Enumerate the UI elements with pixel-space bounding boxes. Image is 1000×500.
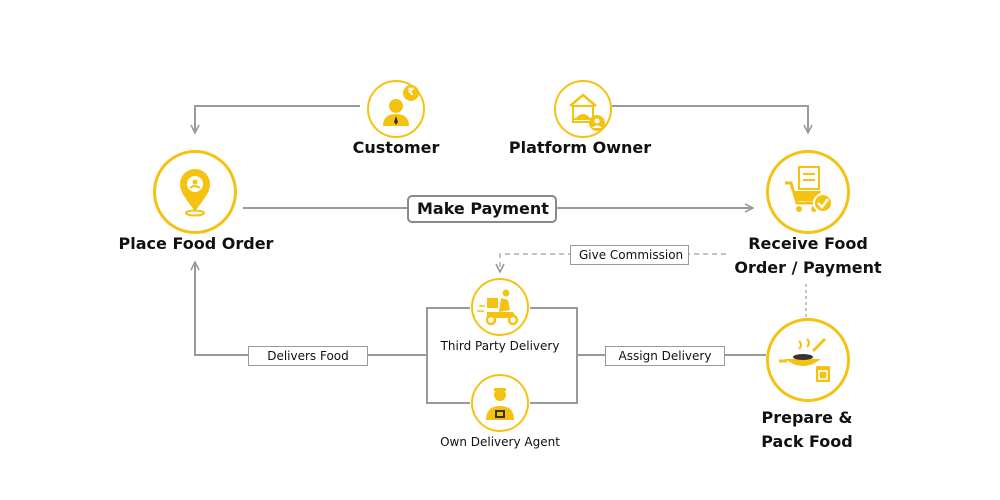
make-payment-tag: Make Payment — [407, 195, 557, 223]
delivery-scooter-icon — [477, 289, 519, 326]
edge-owner-to-receive — [612, 105, 808, 133]
shopping-cart-check-icon — [785, 166, 833, 213]
receive-label-line2: Order / Payment — [734, 258, 882, 277]
third-party-delivery-node — [471, 278, 529, 336]
restaurant-owner-icon — [569, 93, 605, 131]
own-delivery-agent-label: Own Delivery Agent — [440, 435, 560, 449]
prepare-label-line1: Prepare & — [761, 408, 853, 427]
customer-label: Customer — [352, 138, 440, 157]
place-food-order-node — [153, 150, 237, 234]
assign-delivery-tag: Assign Delivery — [605, 346, 725, 366]
place-food-order-label: Place Food Order — [118, 234, 274, 253]
prepare-food-node — [766, 318, 850, 402]
delivers-food-tag: Delivers Food — [248, 346, 368, 366]
receive-label-line1: Receive Food — [748, 234, 868, 253]
give-commission-tag: Give Commission — [570, 245, 689, 265]
third-party-delivery-label: Third Party Delivery — [440, 339, 560, 353]
location-pin-icon — [180, 169, 210, 217]
platform-owner-node — [554, 80, 612, 138]
cooking-pan-icon — [779, 337, 832, 384]
prepare-label-line2: Pack Food — [761, 432, 853, 451]
receive-order-node — [766, 150, 850, 234]
delivery-bracket-right — [530, 307, 578, 404]
edge-customer-to-order — [195, 105, 360, 133]
delivery-agent-icon — [486, 388, 514, 420]
own-delivery-agent-node — [471, 374, 529, 432]
customer-node: ₹ — [367, 80, 425, 138]
rupee-badge: ₹ — [407, 87, 415, 98]
delivery-bracket-left — [426, 307, 470, 404]
customer-icon — [383, 85, 419, 126]
platform-owner-label: Platform Owner — [508, 138, 652, 157]
edge-delivers-food — [195, 262, 427, 356]
